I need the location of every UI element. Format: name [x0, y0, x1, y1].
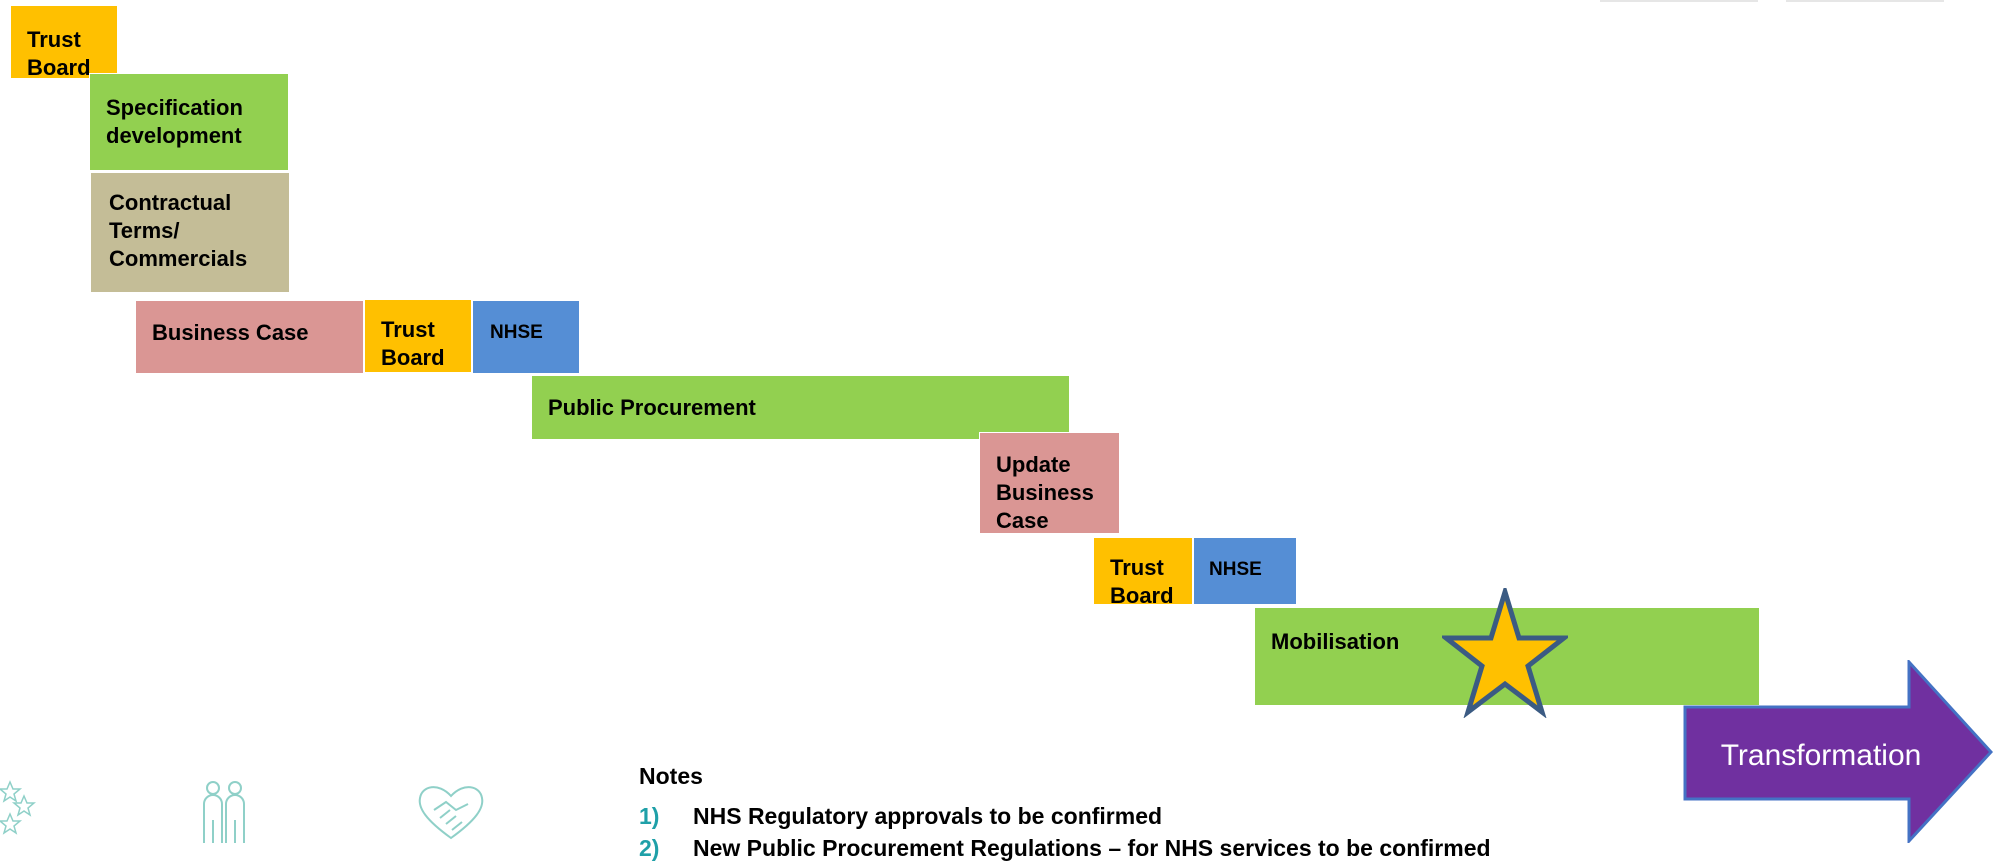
handshake-heart-icon: [418, 786, 484, 840]
step-mobilisation: Mobilisation: [1254, 607, 1760, 706]
top-tab-stub: [1786, 0, 1944, 2]
notes-heading: Notes: [639, 763, 703, 789]
star-icon: [1442, 588, 1568, 718]
step-trust-board: Trust Board: [10, 5, 118, 80]
transformation-label: Transformation: [1720, 739, 1922, 772]
step-label: Update Business Case: [996, 452, 1094, 533]
note-item: 2) New Public Procurement Regulations – f…: [639, 835, 1491, 862]
step-label: Public Procurement: [548, 395, 756, 420]
step-label: Trust Board: [381, 317, 445, 370]
step-label: Trust Board: [1110, 555, 1174, 608]
top-tab-stub: [1600, 0, 1758, 2]
note-text: New Public Procurement Regulations – for…: [693, 835, 1491, 861]
step-label: Trust Board: [27, 27, 91, 80]
step-trust-board-3: Trust Board: [1093, 537, 1193, 608]
step-specification-development: Specification development: [89, 73, 289, 171]
step-trust-board-2: Trust Board: [364, 299, 472, 373]
step-label: Contractual Terms/ Commercials: [109, 190, 248, 271]
note-number: 1): [639, 803, 660, 829]
note-text: NHS Regulatory approvals to be confirmed: [693, 803, 1163, 829]
step-label: Mobilisation: [1271, 629, 1400, 654]
step-label: Business Case: [152, 320, 309, 345]
note-number: 2): [639, 835, 660, 861]
step-contractual-terms: Contractual Terms/ Commercials: [90, 172, 290, 293]
step-nhse: NHSE: [472, 300, 580, 374]
step-nhse-2: NHSE: [1193, 537, 1297, 605]
stars-icon: [0, 780, 36, 835]
step-label: NHSE: [490, 322, 543, 343]
step-update-business-case: Update Business Case: [979, 432, 1120, 534]
step-label: Specification development: [106, 95, 243, 148]
step-business-case: Business Case: [135, 300, 364, 374]
transformation-arrow-icon: [1683, 660, 1993, 843]
step-label: NHSE: [1209, 559, 1262, 580]
step-public-procurement: Public Procurement: [531, 375, 1070, 440]
people-icon: [203, 781, 245, 843]
note-item: 1) NHS Regulatory approvals to be confirm…: [639, 803, 1162, 830]
